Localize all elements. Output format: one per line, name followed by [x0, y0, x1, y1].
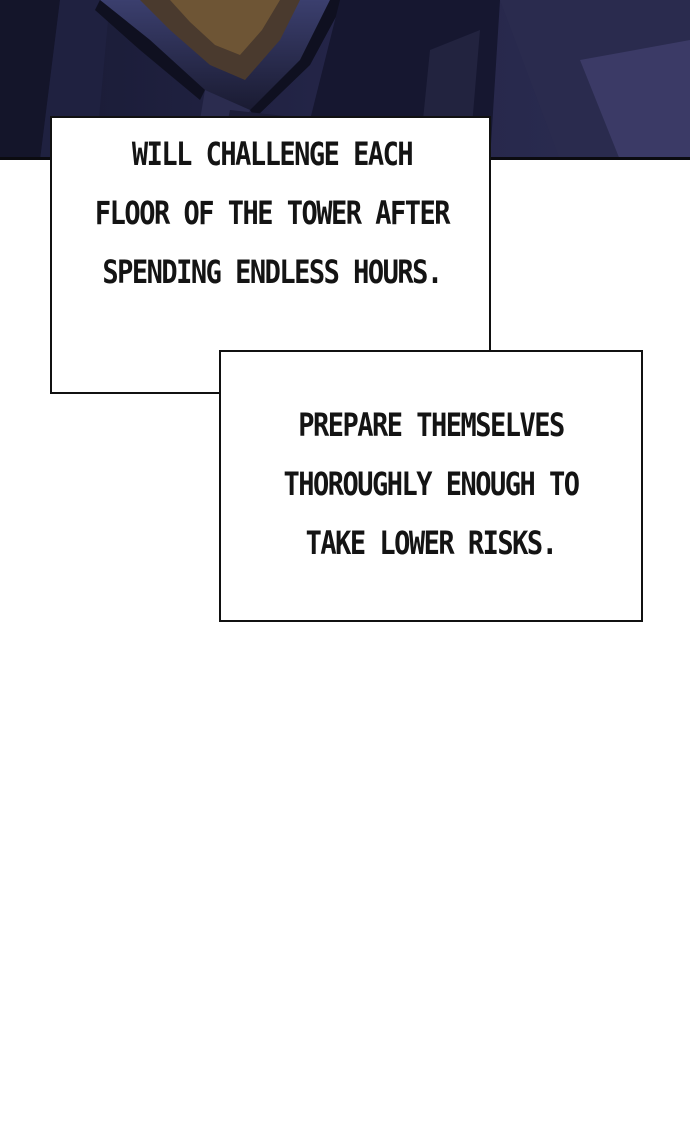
caption-2-line-2: THOROUGHLY ENOUGH TO	[283, 466, 580, 504]
caption-join	[221, 352, 489, 392]
caption-1-line-2: FLOOR OF THE TOWER AFTER	[94, 195, 451, 233]
caption-2-line-3: TAKE LOWER RISKS.	[305, 525, 558, 563]
caption-1-line-3: SPENDING ENDLESS HOURS.	[102, 254, 443, 292]
caption-2-line-1: PREPARE THEMSELVES	[298, 407, 565, 445]
caption-box-2: PREPARE THEMSELVES THOROUGHLY ENOUGH TO …	[219, 350, 643, 622]
caption-text-2: PREPARE THEMSELVES THOROUGHLY ENOUGH TO …	[231, 397, 631, 574]
caption-1-line-1: WILL CHALLENGE EACH	[131, 136, 414, 174]
caption-text-1: WILL CHALLENGE EACH FLOOR OF THE TOWER A…	[62, 126, 482, 303]
caption-box-1: WILL CHALLENGE EACH FLOOR OF THE TOWER A…	[50, 116, 491, 394]
